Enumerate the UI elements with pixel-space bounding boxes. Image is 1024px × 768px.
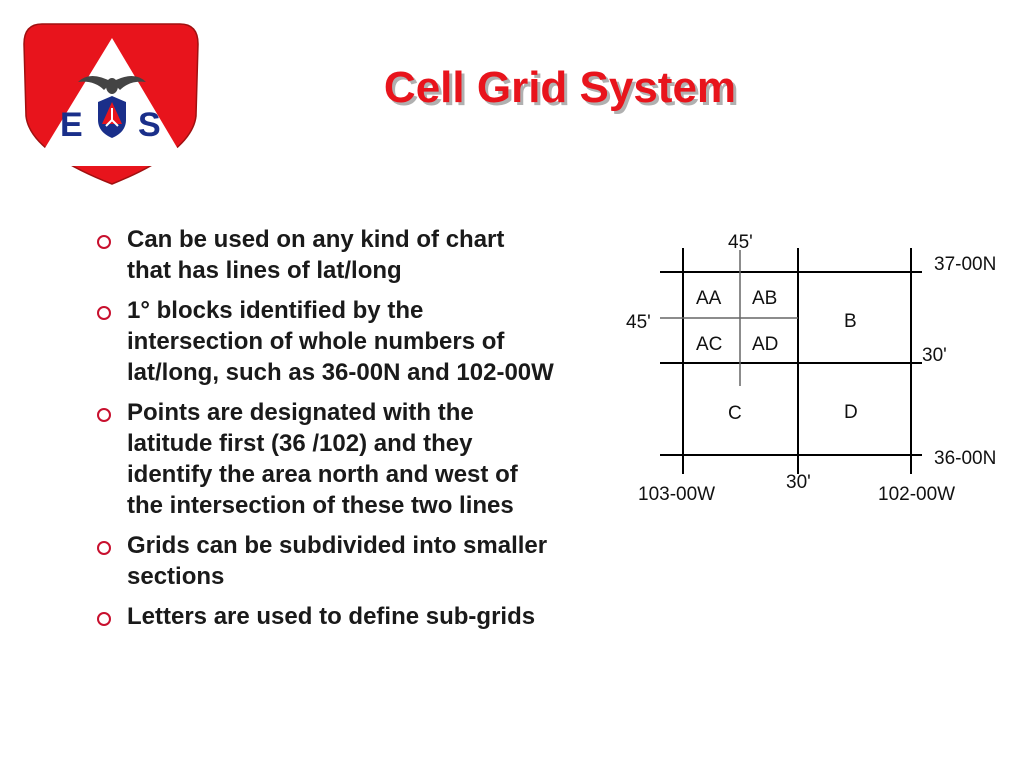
label-lon-103: 103-00W xyxy=(638,484,715,505)
label-right-30: 30' xyxy=(922,345,947,366)
bullet-text: Letters are used to define sub-grids xyxy=(127,603,536,630)
hollow-circle-bullet-icon xyxy=(97,612,111,626)
hollow-circle-bullet-icon xyxy=(97,408,111,422)
label-left-45: 45' xyxy=(626,312,651,333)
label-top-45: 45' xyxy=(728,232,753,253)
bullet-text: Points are designated with the latitude … xyxy=(127,399,518,519)
bullet-item: 1° blocks identified by the intersection… xyxy=(94,295,554,388)
hollow-circle-bullet-icon xyxy=(97,235,111,249)
cell-grid-diagram: AA AB AC AD B C D 45' 45' 37-00N 30' 36-… xyxy=(626,232,996,505)
hollow-circle-bullet-icon xyxy=(97,306,111,320)
bullet-text: Can be used on any kind of chart that ha… xyxy=(127,226,505,284)
label-lat-36: 36-00N xyxy=(934,448,996,469)
slide-title: Cell Grid System xyxy=(383,63,737,112)
eagle-icon xyxy=(78,76,146,94)
cell-label-aa: AA xyxy=(696,288,722,309)
bullet-item: Grids can be subdivided into smaller sec… xyxy=(94,530,554,592)
bullet-list: Can be used on any kind of chart that ha… xyxy=(94,224,554,641)
bullet-item: Points are designated with the latitude … xyxy=(94,397,554,521)
cell-label-d: D xyxy=(844,402,858,423)
ces-shield-logo: E S xyxy=(23,23,199,185)
hollow-circle-bullet-icon xyxy=(97,541,111,555)
cap-emblem-icon xyxy=(98,96,126,138)
bullet-text: 1° blocks identified by the intersection… xyxy=(127,297,554,386)
logo-letter-s: S xyxy=(138,106,161,144)
cell-label-ab: AB xyxy=(752,288,777,309)
label-bottom-30: 30' xyxy=(786,472,811,493)
logo-letter-e: E xyxy=(60,106,83,144)
cell-label-ad: AD xyxy=(752,334,778,355)
bullet-item: Can be used on any kind of chart that ha… xyxy=(94,224,554,286)
cell-label-b: B xyxy=(844,311,857,332)
cell-label-ac: AC xyxy=(696,334,722,355)
bullet-text: Grids can be subdivided into smaller sec… xyxy=(127,532,548,590)
cell-label-c: C xyxy=(728,403,742,424)
label-lon-102: 102-00W xyxy=(878,484,955,505)
bullet-item: Letters are used to define sub-grids xyxy=(94,601,554,632)
label-lat-37: 37-00N xyxy=(934,254,996,275)
